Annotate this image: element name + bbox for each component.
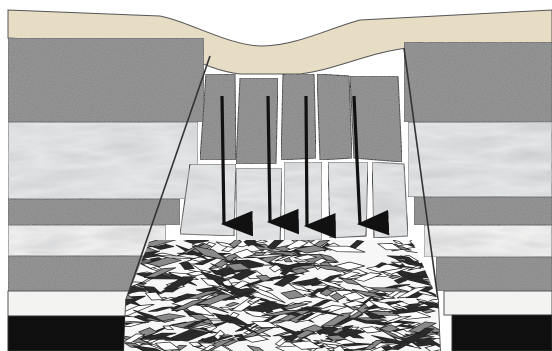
lower-block-2	[236, 168, 282, 246]
left-speckled-layer-1	[8, 38, 204, 122]
left-marbled-layer-2	[8, 122, 198, 199]
upper-block-2	[236, 78, 278, 164]
right-marbled-layer-2	[408, 122, 552, 197]
upper-block-3	[281, 74, 316, 160]
lower-block-3	[284, 162, 322, 242]
left-light-layer-6	[8, 291, 136, 316]
rubble-heap	[104, 236, 456, 351]
down-arrow-2	[268, 96, 270, 222]
right-light-layer-4	[424, 225, 552, 257]
right-light-layer-6	[444, 291, 552, 315]
right-speckled-layer-3	[414, 197, 552, 225]
right-dark-layer-7	[452, 315, 552, 351]
down-arrow-1	[222, 96, 224, 224]
lower-block-1	[180, 164, 236, 236]
right-speckled-layer-1	[404, 42, 552, 122]
upper-falling-blocks	[200, 74, 402, 164]
left-speckled-layer-3	[8, 199, 180, 225]
left-speckled-layer-5	[8, 256, 150, 291]
upper-block-1	[200, 74, 236, 160]
down-arrow-3	[306, 96, 307, 226]
left-dark-layer-7	[8, 316, 126, 351]
lower-block-4	[328, 162, 368, 238]
right-speckled-layer-5	[436, 257, 552, 291]
upper-block-4	[317, 74, 352, 160]
lower-falling-blocks	[180, 162, 408, 246]
lower-block-5	[372, 162, 408, 238]
